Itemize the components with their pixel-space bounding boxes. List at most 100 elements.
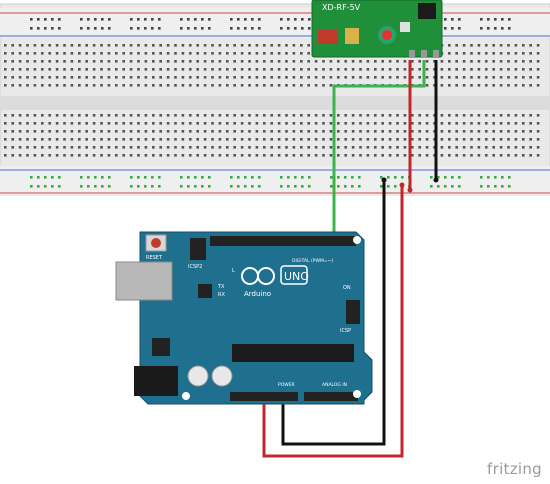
breadboard-hole [366,114,370,117]
breadboard-hole [129,138,133,141]
breadboard-hole [233,154,236,157]
breadboard-hole [4,76,7,79]
breadboard-hole [144,68,148,71]
breadboard-hole [359,122,362,125]
breadboard-hole [418,146,421,149]
breadboard-hole [44,185,47,188]
breadboard-hole [285,146,288,149]
breadboard-hole [233,84,236,87]
breadboard-hole [388,76,392,79]
breadboard-hole [251,176,254,179]
breadboard-hole [494,176,497,179]
breadboard-hole [78,114,81,117]
breadboard-hole [448,76,451,79]
breadboard-hole [285,130,288,133]
breadboard-hole [536,60,540,63]
breadboard-hole [108,18,111,21]
breadboard-hole [203,44,207,47]
breadboard-hole [152,68,155,71]
breadboard-hole [477,44,481,47]
breadboard-hole [492,44,495,47]
breadboard-hole [94,185,97,188]
breadboard-hole [307,52,310,55]
l-label: L [232,268,235,274]
breadboard-hole [507,44,510,47]
breadboard-hole [381,154,384,157]
breadboard-hole [418,68,421,71]
breadboard-hole [508,18,511,21]
breadboard-hole [85,68,88,71]
breadboard-hole [41,76,44,79]
breadboard-hole [292,154,296,157]
breadboard-hole [226,60,229,63]
breadboard-hole [240,114,244,117]
breadboard-hole [374,114,377,117]
breadboard-hole [137,130,140,133]
breadboard-hole [230,27,233,30]
breadboard-hole [218,84,222,87]
breadboard-hole [26,84,29,87]
breadboard-hole [218,122,222,125]
breadboard-hole [388,146,392,149]
breadboard-hole [137,122,140,125]
breadboard-hole [137,60,140,63]
breadboard-hole [366,68,370,71]
breadboard-hole [226,76,229,79]
breadboard-hole [388,154,392,157]
small-ic [198,284,212,298]
breadboard-hole [30,27,33,30]
breadboard-hole [100,138,103,141]
breadboard-hole [455,122,458,125]
breadboard-hole [301,27,304,30]
breadboard-hole [277,52,281,55]
breadboard-hole [492,114,495,117]
breadboard-hole [240,44,244,47]
power-header [230,392,298,401]
breadboard-hole [158,176,161,179]
breadboard-hole [44,176,47,179]
breadboard-hole [203,76,207,79]
breadboard-hole [78,68,81,71]
breadboard-hole [189,68,192,71]
breadboard-hole [485,76,488,79]
breadboard-hole [137,27,140,30]
breadboard-hole [80,27,83,30]
breadboard-hole [292,76,296,79]
breadboard-hole [137,76,140,79]
breadboard-hole [122,60,125,63]
breadboard-hole [470,44,473,47]
breadboard-hole [294,176,297,179]
breadboard-hole [226,68,229,71]
breadboard-hole [189,146,192,149]
breadboard-hole [292,52,296,55]
breadboard-hole [18,146,22,149]
breadboard-hole [41,154,44,157]
breadboard-hole [322,138,325,141]
breadboard-hole [92,84,96,87]
breadboard-hole [166,138,170,141]
breadboard-hole [381,60,384,63]
breadboard-hole [196,60,199,63]
breadboard-hole [48,138,51,141]
breadboard-hole [529,44,532,47]
breadboard-hole [144,122,148,125]
breadboard-hole [470,146,473,149]
breadboard-hole [94,18,97,21]
breadboard-hole [308,185,311,188]
breadboard-hole [37,176,40,179]
breadboard-hole [477,146,481,149]
breadboard-hole [218,154,222,157]
breadboard-hole [70,52,74,55]
breadboard-hole [211,52,214,55]
breadboard-hole [351,76,355,79]
breadboard-hole [344,146,347,149]
breadboard-hole [180,27,183,30]
breadboard-hole [337,122,340,125]
breadboard-hole [174,122,177,125]
breadboard-hole [233,122,236,125]
breadboard-hole [203,154,207,157]
breadboard-hole [351,60,355,63]
breadboard-hole [388,60,392,63]
breadboard-hole [85,130,88,133]
breadboard-hole [485,114,488,117]
